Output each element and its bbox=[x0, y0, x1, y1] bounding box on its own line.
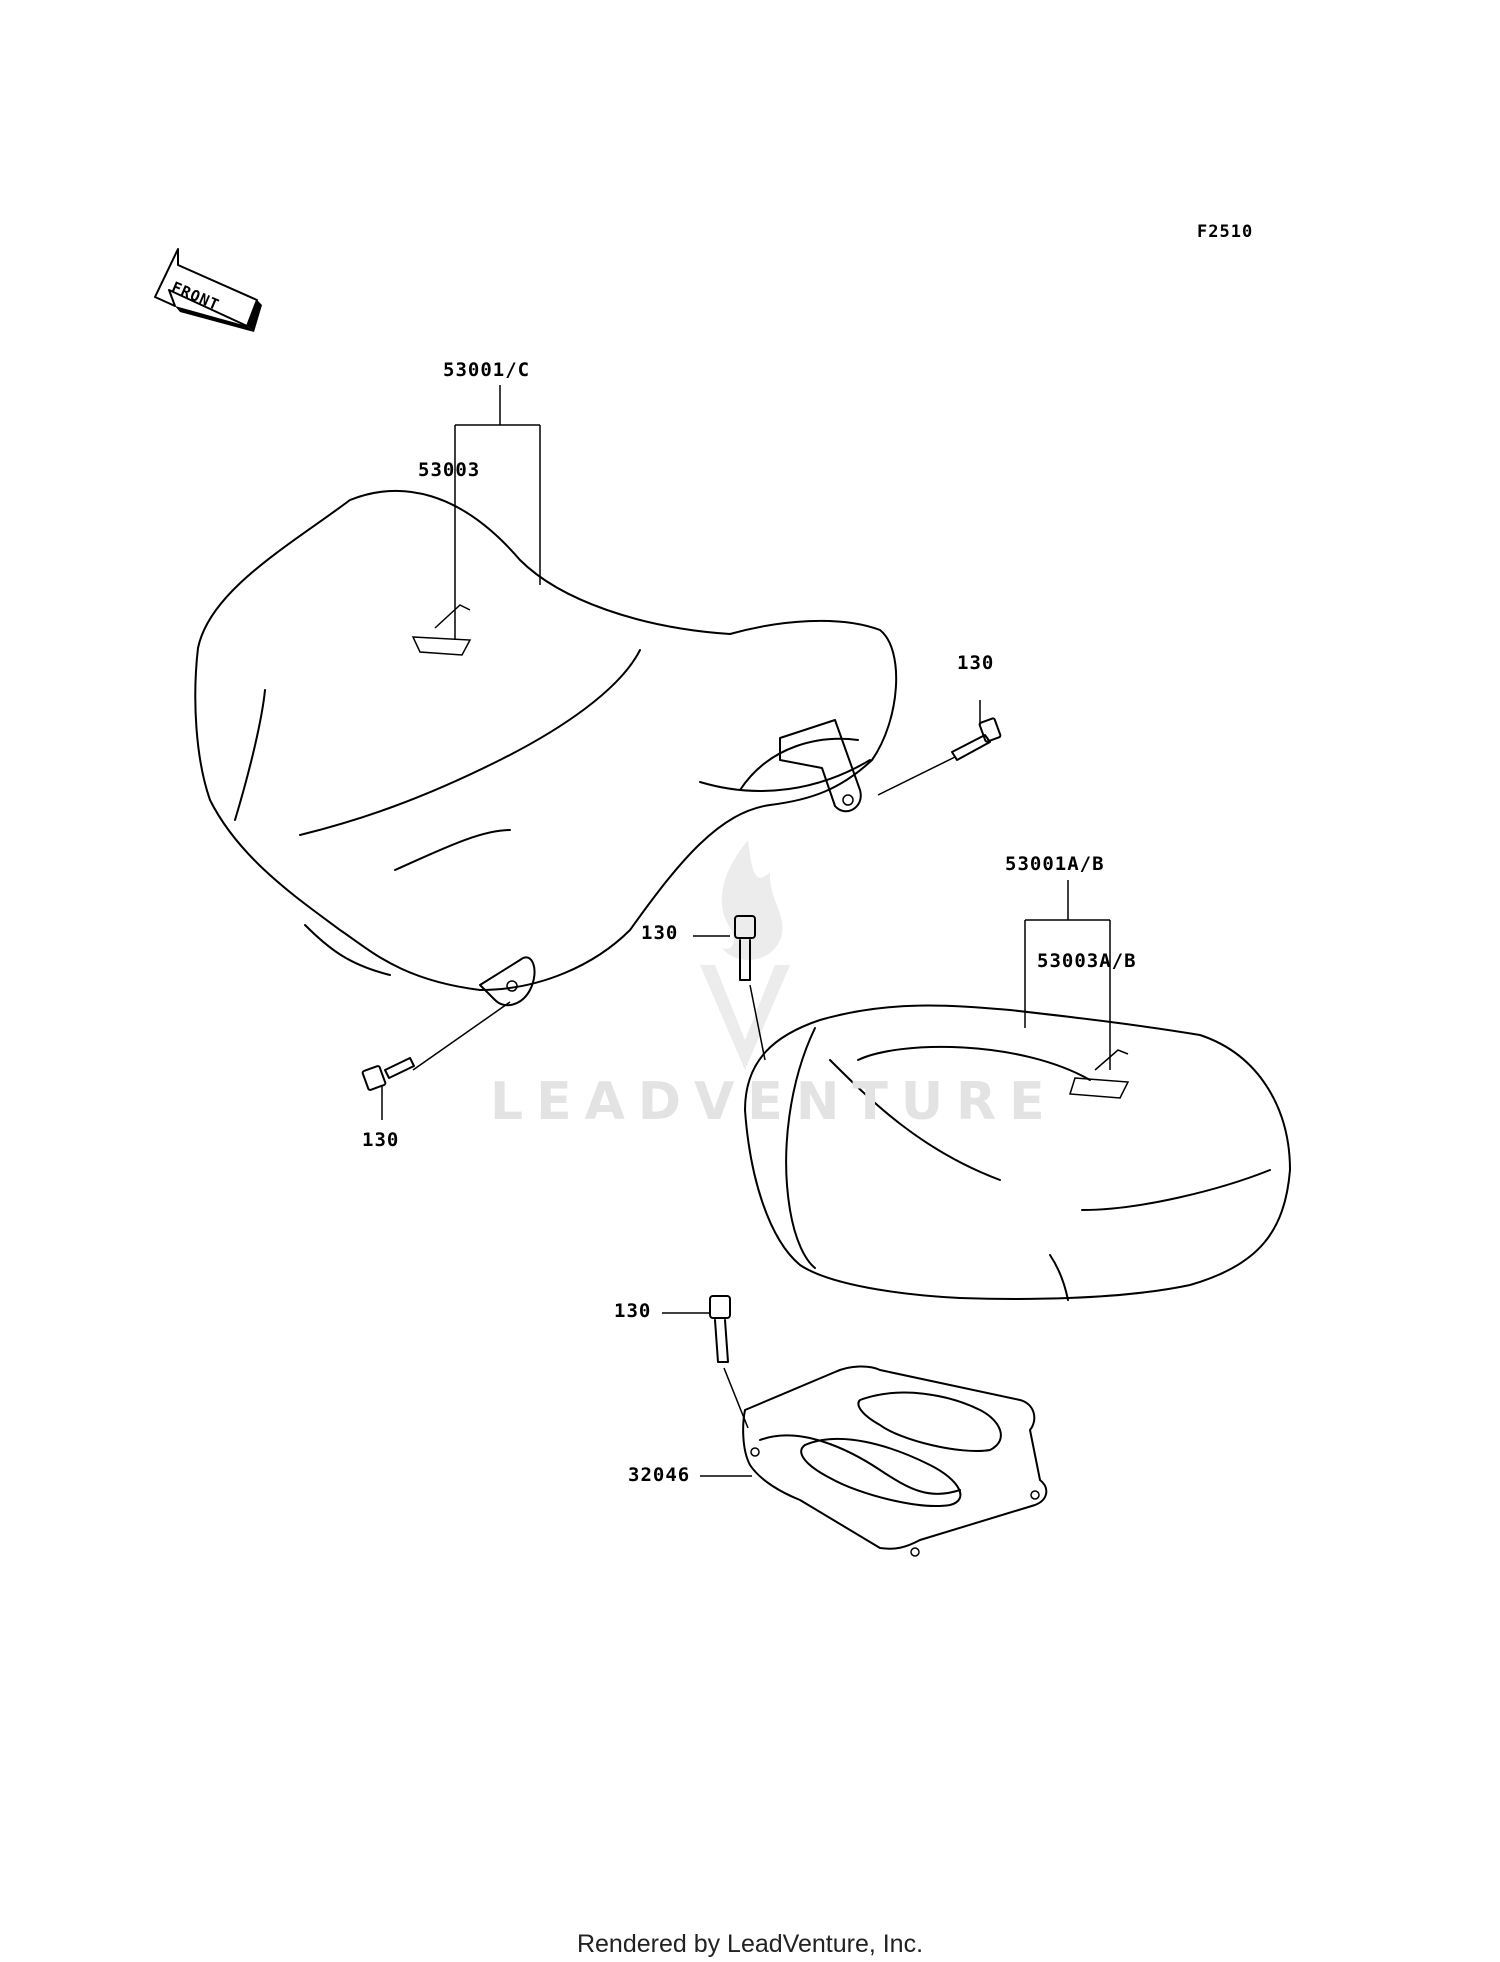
footer-credit: Rendered by LeadVenture, Inc. bbox=[576, 1930, 924, 1958]
callout-53003[interactable]: 53003 bbox=[418, 459, 481, 481]
passenger-seat-drawing bbox=[744, 1004, 1291, 1301]
rider-seat-drawing bbox=[194, 489, 898, 1007]
leader-lines bbox=[381, 385, 1111, 1477]
callout-53001ab[interactable]: 53001A/B bbox=[1005, 853, 1105, 875]
watermark-logo bbox=[700, 840, 790, 1070]
bolt-plate-icon bbox=[709, 1295, 731, 1363]
callout-32046[interactable]: 32046 bbox=[628, 1464, 691, 1486]
callout-130-plate[interactable]: 130 bbox=[614, 1300, 652, 1322]
bolt-rider-front-icon bbox=[361, 1057, 415, 1091]
front-arrow-icon bbox=[154, 248, 262, 332]
callout-130-passenger[interactable]: 130 bbox=[641, 922, 679, 944]
callout-53003ab[interactable]: 53003A/B bbox=[1037, 950, 1137, 972]
callout-130-rider-front[interactable]: 130 bbox=[362, 1129, 400, 1151]
bolt-passenger-icon bbox=[734, 915, 756, 981]
callout-130-rider-rear[interactable]: 130 bbox=[957, 652, 995, 674]
callout-53001-c[interactable]: 53001/C bbox=[443, 359, 531, 381]
plate-drawing bbox=[742, 1365, 1048, 1557]
bolt-rider-rear-icon bbox=[951, 717, 1002, 761]
watermark-text: LEADVENTURE bbox=[490, 1072, 1058, 1132]
figure-code: F2510 bbox=[1197, 222, 1254, 242]
